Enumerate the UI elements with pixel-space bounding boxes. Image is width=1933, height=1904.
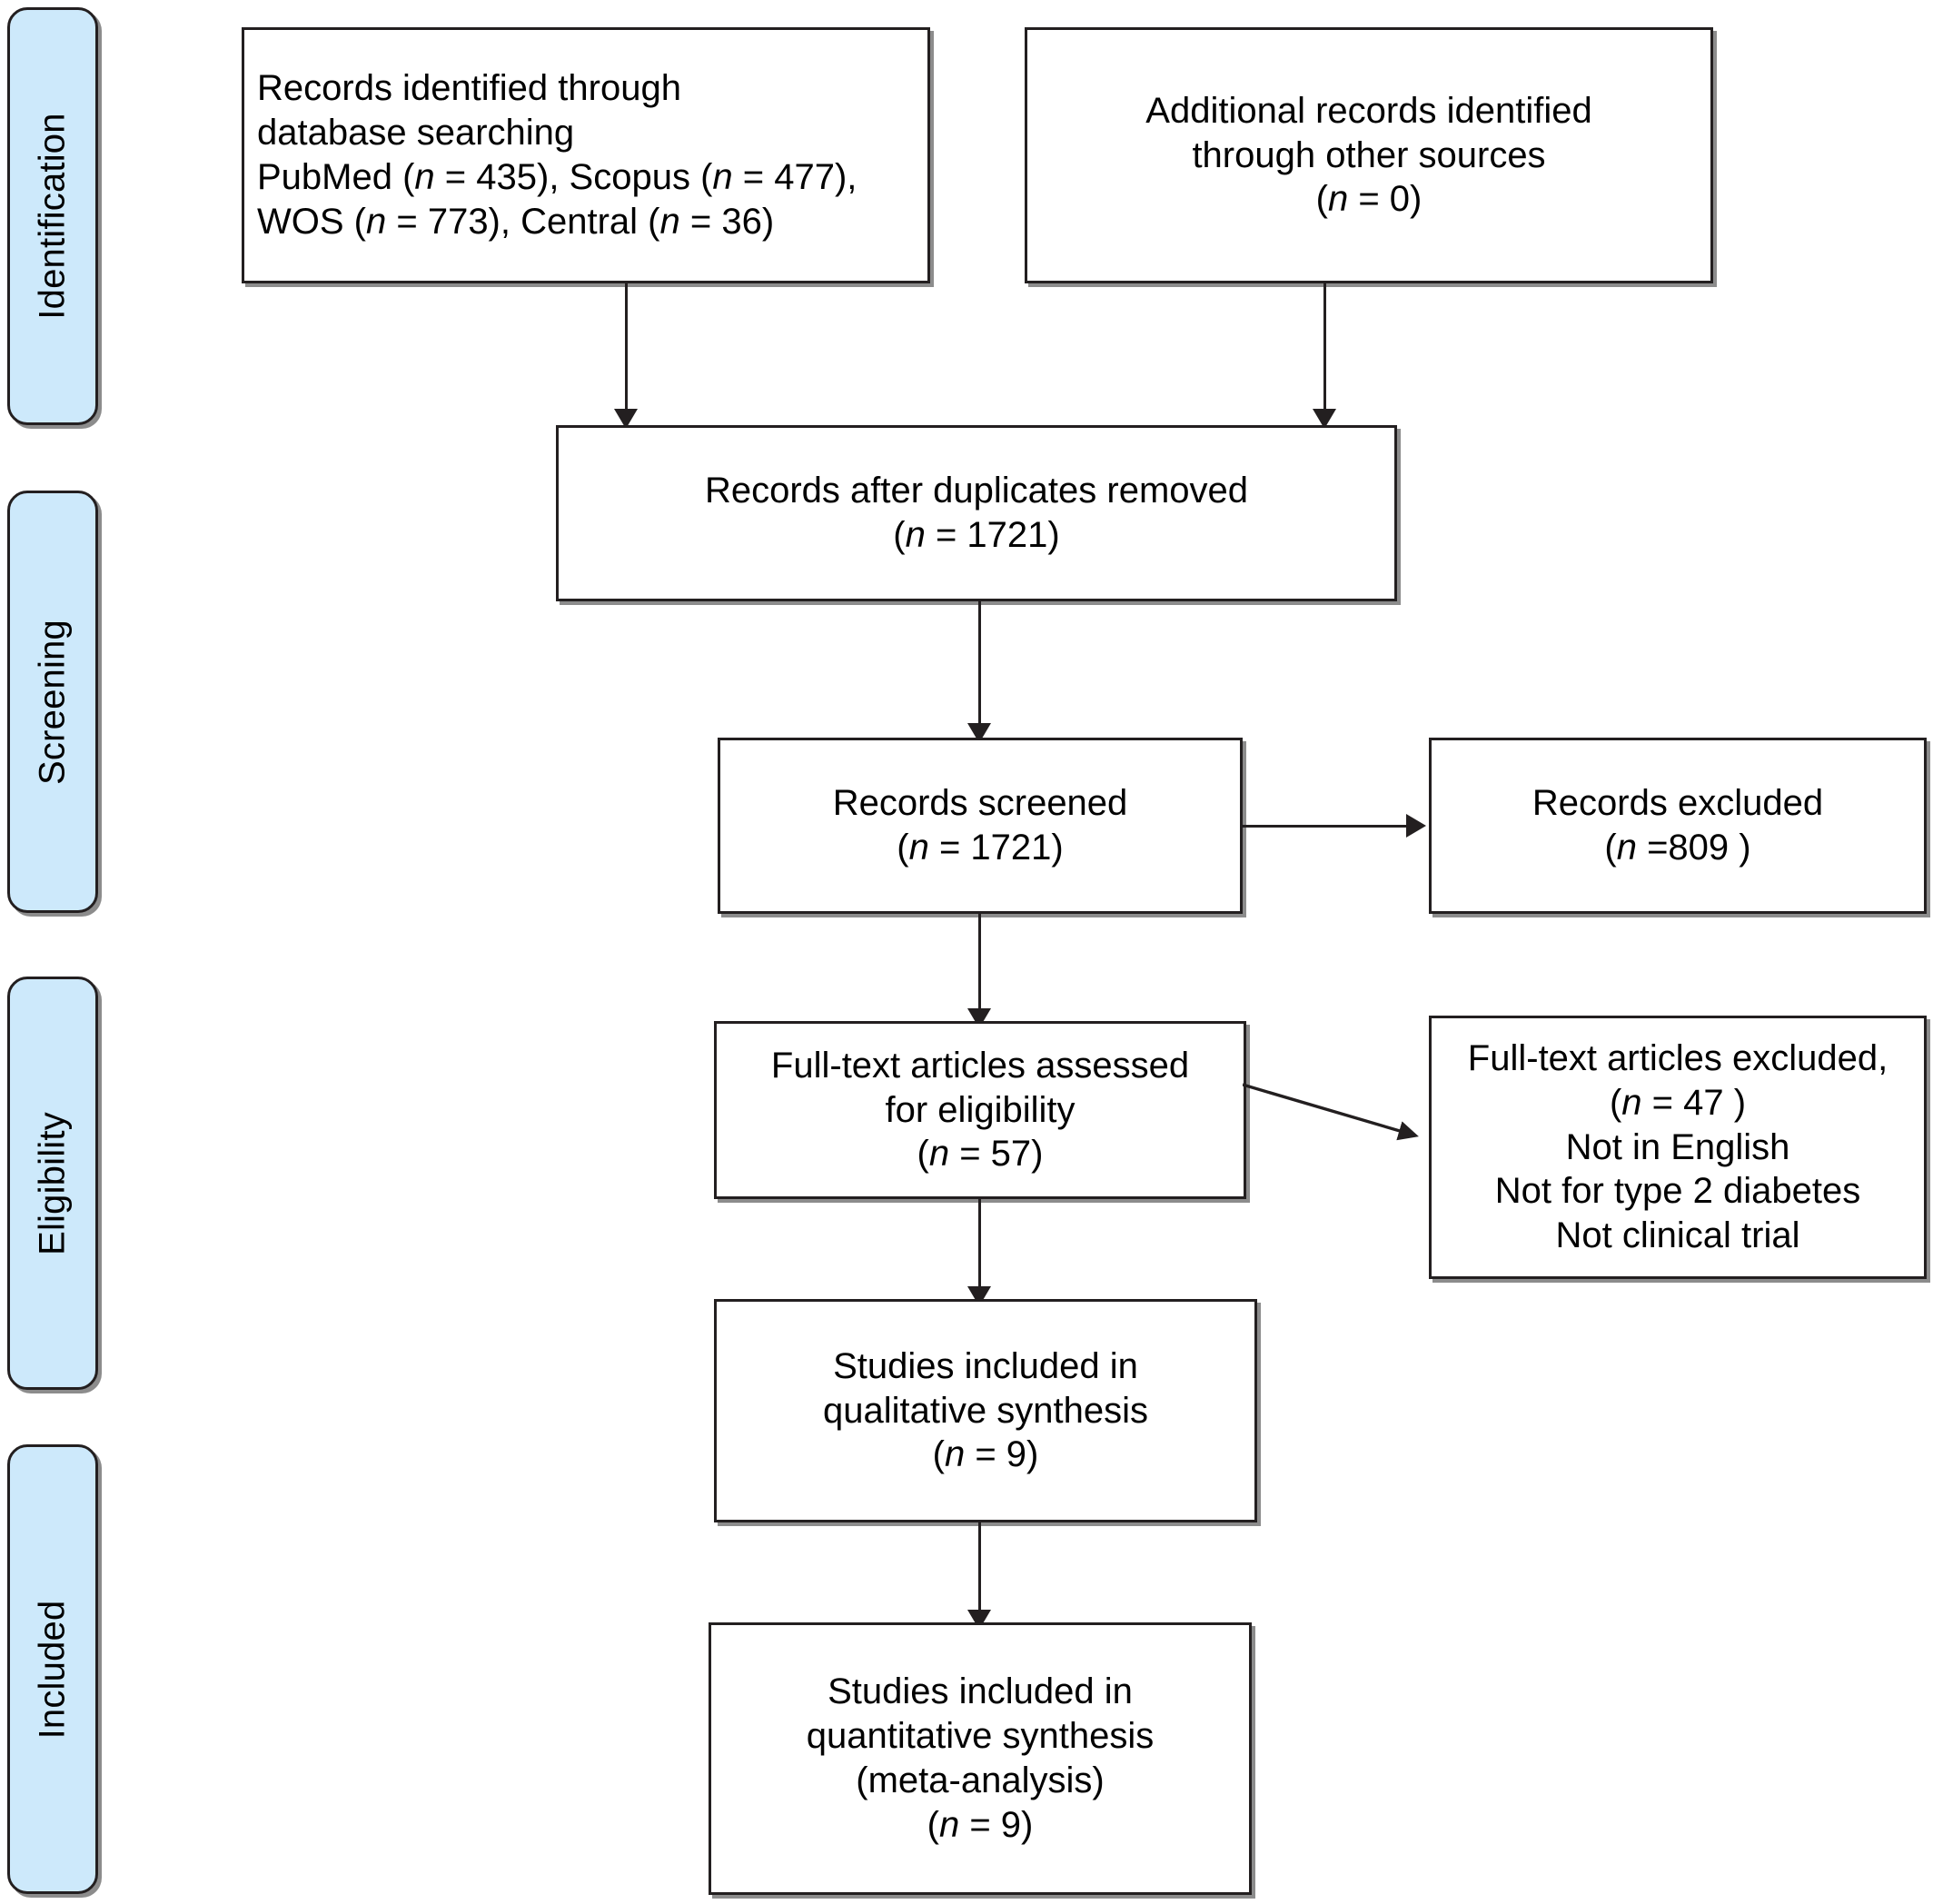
box-full-text-articles-assessed: Full-text articles assessed for eligibil… xyxy=(714,1021,1246,1199)
arrowhead-database-to-duplicates xyxy=(614,409,638,429)
arrowhead-screened-to-excluded xyxy=(1406,814,1426,838)
connector-screened-to-fulltext xyxy=(978,914,981,1016)
stage-label-identification: Identification xyxy=(32,113,73,320)
connector-qualitative-to-quantitative xyxy=(978,1522,981,1617)
box-text-fulltext-assessed: Full-text articles assessed for eligibil… xyxy=(770,1045,1190,1175)
connector-screened-to-excluded xyxy=(1243,825,1408,828)
box-text-quantitative: Studies included in quantitative synthes… xyxy=(806,1671,1155,1845)
box-text-after-duplicates: Records after duplicates removed (n = 17… xyxy=(704,471,1249,555)
box-studies-included-qualitative: Studies included in qualitative synthesi… xyxy=(714,1299,1257,1522)
box-records-identified-database-searching: Records identified through database sear… xyxy=(242,27,930,283)
box-records-screened: Records screened (n = 1721) xyxy=(718,738,1243,914)
connector-database-to-duplicates xyxy=(625,283,628,416)
box-text-fulltext-excluded: Full-text articles excluded, (n = 47 ) N… xyxy=(1467,1038,1888,1256)
stage-label-included: Included xyxy=(32,1600,73,1739)
arrowhead-other-sources-to-duplicates xyxy=(1313,409,1336,429)
stage-tab-included: Included xyxy=(7,1444,98,1894)
box-text-records-excluded: Records excluded (n =809 ) xyxy=(1532,783,1824,868)
stage-label-screening: Screening xyxy=(32,619,73,785)
connector-other-sources-to-duplicates xyxy=(1323,283,1326,416)
box-studies-included-quantitative: Studies included in quantitative synthes… xyxy=(709,1622,1252,1895)
stage-tab-identification: Identification xyxy=(7,7,98,425)
box-records-excluded: Records excluded (n =809 ) xyxy=(1429,738,1927,914)
connector-fulltext-to-excluded xyxy=(1243,1083,1419,1141)
box-text-other-sources: Additional records identified through ot… xyxy=(1145,90,1592,220)
stage-tab-screening: Screening xyxy=(7,491,98,913)
box-text-database-search: Records identified through database sear… xyxy=(257,68,857,242)
box-text-records-screened: Records screened (n = 1721) xyxy=(832,783,1128,868)
box-records-after-duplicates-removed: Records after duplicates removed (n = 17… xyxy=(556,425,1397,601)
box-text-qualitative: Studies included in qualitative synthesi… xyxy=(823,1345,1148,1475)
box-full-text-articles-excluded: Full-text articles excluded, (n = 47 ) N… xyxy=(1429,1016,1927,1279)
box-additional-records-other-sources: Additional records identified through ot… xyxy=(1025,27,1713,283)
connector-fulltext-to-qualitative xyxy=(978,1199,981,1294)
stage-tab-eligibility: Eligibility xyxy=(7,977,98,1390)
stage-label-eligibility: Eligibility xyxy=(32,1111,73,1255)
connector-duplicates-to-screened xyxy=(978,601,981,730)
